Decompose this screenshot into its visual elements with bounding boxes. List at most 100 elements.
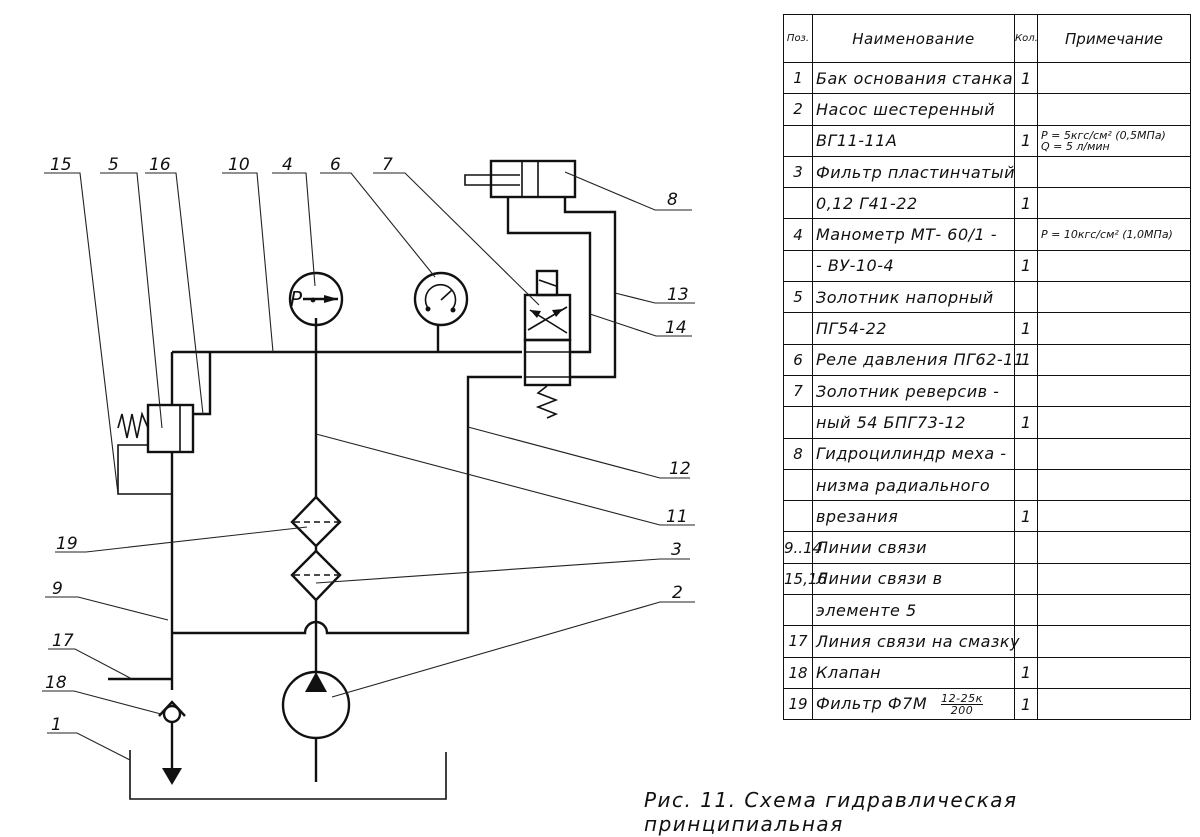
cell-qty xyxy=(1014,155,1038,189)
cell-name: Фильтр пластинчатый xyxy=(812,155,1015,189)
cell-pos xyxy=(783,187,813,220)
cell-note xyxy=(1037,594,1191,627)
table-header-row: Поз. Наименование Кол. Примечание xyxy=(783,14,1191,63)
cell-note xyxy=(1037,312,1191,345)
cell-pos: 3 xyxy=(783,155,813,189)
cell-qty: 1 xyxy=(1014,61,1038,95)
header-note: Примечание xyxy=(1037,14,1191,63)
cell-name: Золотник реверсив - xyxy=(812,374,1015,408)
cell-qty xyxy=(1014,562,1038,596)
cell-pos: 5 xyxy=(783,281,813,314)
line-15 xyxy=(117,444,172,495)
cell-qty xyxy=(1014,218,1038,251)
cell-qty: 1 xyxy=(1014,687,1038,721)
cell-pos: 6 xyxy=(783,343,813,376)
cell-qty xyxy=(1014,374,1038,408)
relay-dot xyxy=(450,307,456,313)
cell-pos: 19 xyxy=(783,687,813,721)
cell-name-text: Бак основания станка xyxy=(816,68,1014,88)
cell-qty xyxy=(1014,468,1038,502)
solenoid-icon xyxy=(535,269,559,297)
cell-name-text: Манометр МТ- 60/1 - xyxy=(816,225,998,245)
callout-15: 15 xyxy=(50,155,72,175)
cell-name: 0,12 Г41-22 xyxy=(812,187,1015,220)
cell-name-text: ный 54 БПГ73-12 xyxy=(816,412,966,432)
cell-note xyxy=(1037,249,1191,283)
callout-12: 12 xyxy=(669,459,691,479)
cell-qty: 1 xyxy=(1014,312,1038,345)
cell-name-text: Золотник реверсив - xyxy=(816,381,1000,401)
callout-11: 11 xyxy=(666,507,688,527)
cell-note xyxy=(1037,562,1191,596)
cell-note xyxy=(1037,343,1191,376)
cell-name: - ВУ-10-4 xyxy=(812,249,1015,283)
cell-note xyxy=(1037,531,1191,564)
callout-3: 3 xyxy=(671,540,682,560)
cell-pos xyxy=(783,468,813,502)
figure-caption: Рис. 11. Схема гидравлическая принципиал… xyxy=(644,788,1018,836)
callout-13: 13 xyxy=(667,285,689,305)
header-pos: Поз. xyxy=(783,14,813,63)
cell-name-text: ПГ54-22 xyxy=(816,319,887,339)
callout-19: 19 xyxy=(56,534,78,554)
cell-name: Гидроцилиндр меха - xyxy=(812,437,1015,470)
solenoid-coil xyxy=(538,279,557,287)
cell-note xyxy=(1037,500,1191,533)
cell-pos xyxy=(783,500,813,533)
cell-name-text: Линия связи на смазку xyxy=(816,631,1021,651)
cell-name-text: Линии связи xyxy=(816,538,928,558)
cell-name: Линии связи xyxy=(812,531,1015,564)
table-row: ПГ54-22 1 xyxy=(783,312,1191,345)
callout-6: 6 xyxy=(330,155,341,175)
line-13 xyxy=(563,197,617,379)
cell-pos: 8 xyxy=(783,437,813,470)
cell-note xyxy=(1037,406,1191,439)
hydraulic-cylinder-8 xyxy=(489,159,577,199)
cell-note xyxy=(1037,187,1191,220)
cell-pos xyxy=(783,594,813,627)
callout-5: 5 xyxy=(108,155,119,175)
check-valve-seat xyxy=(158,700,186,717)
cell-note: P = 5кгс/см² (0,5МПа)Q = 5 л/мин xyxy=(1037,124,1191,157)
callout-7: 7 xyxy=(382,155,393,175)
cell-name: Клапан xyxy=(812,656,1015,689)
cell-name-text: Фильтр пластинчатый xyxy=(816,162,1015,182)
valve-arrowhead xyxy=(530,310,541,318)
cell-pos: 2 xyxy=(783,93,813,126)
cell-name: ный 54 БПГ73-12 xyxy=(812,406,1015,439)
fraction-numerator: 12-25к xyxy=(941,691,983,705)
cell-pos: 18 xyxy=(783,656,813,689)
cell-name: Линии связи в xyxy=(812,562,1015,596)
cell-name-text: низма радиального xyxy=(816,475,991,495)
directional-valve-7-upper xyxy=(523,293,572,342)
cell-name: Манометр МТ- 60/1 - xyxy=(812,218,1015,251)
cell-qty: 1 xyxy=(1014,249,1038,283)
cell-qty xyxy=(1014,594,1038,627)
cell-pos xyxy=(783,124,813,157)
cell-note xyxy=(1037,468,1191,502)
cell-name-text: врезания xyxy=(816,506,899,526)
cell-qty xyxy=(1014,437,1038,470)
callout-18: 18 xyxy=(45,673,67,693)
header-qty: Кол. xyxy=(1014,14,1038,63)
cell-note xyxy=(1037,687,1191,721)
pressure-relay-6 xyxy=(413,271,469,327)
valve-spring-icon xyxy=(535,385,559,419)
cell-note: P = 10кгс/см² (1,0МПа) xyxy=(1037,218,1191,251)
callout-9: 9 xyxy=(52,579,63,599)
callout-2: 2 xyxy=(672,583,683,603)
pump-arrow-icon xyxy=(305,672,327,692)
cell-note-text: Q = 5 л/мин xyxy=(1041,139,1110,153)
